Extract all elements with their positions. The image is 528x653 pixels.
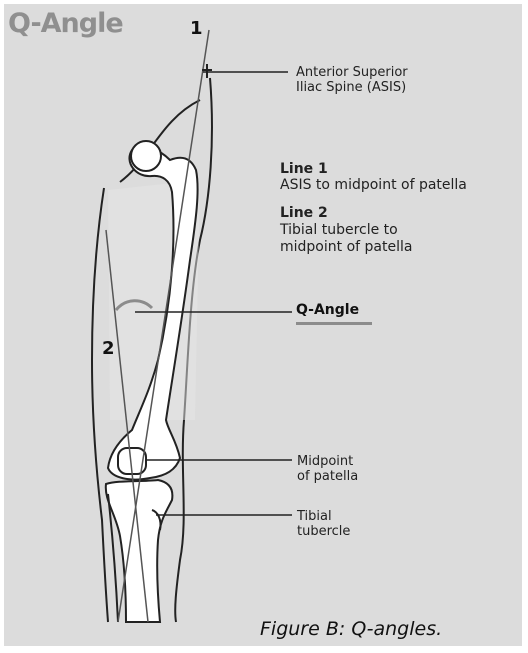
line-1-number: 1: [190, 18, 203, 39]
asis-label: Anterior Superior Iliac Spine (ASIS): [296, 65, 408, 95]
diagram-title: Q-Angle: [8, 8, 123, 39]
tibia-bone: [106, 480, 173, 622]
line-1-description: ASIS to midpoint of patella: [280, 178, 467, 193]
line-2-description: Tibial tubercle to midpoint of patella: [280, 222, 412, 256]
femoral-head: [131, 141, 161, 171]
leg-outline-left: [92, 188, 108, 622]
q-angle-label: Q-Angle: [296, 302, 359, 318]
line-2-number: 2: [102, 338, 115, 359]
midpoint-patella-label: Midpoint of patella: [297, 454, 358, 484]
figure-caption: Figure B: Q-angles.: [260, 618, 442, 640]
line-1-heading: Line 1: [280, 162, 328, 177]
line-2-heading: Line 2: [280, 206, 328, 221]
q-angle-underline: [296, 322, 372, 325]
tibial-tubercle-label: Tibial tubercle: [297, 509, 350, 539]
